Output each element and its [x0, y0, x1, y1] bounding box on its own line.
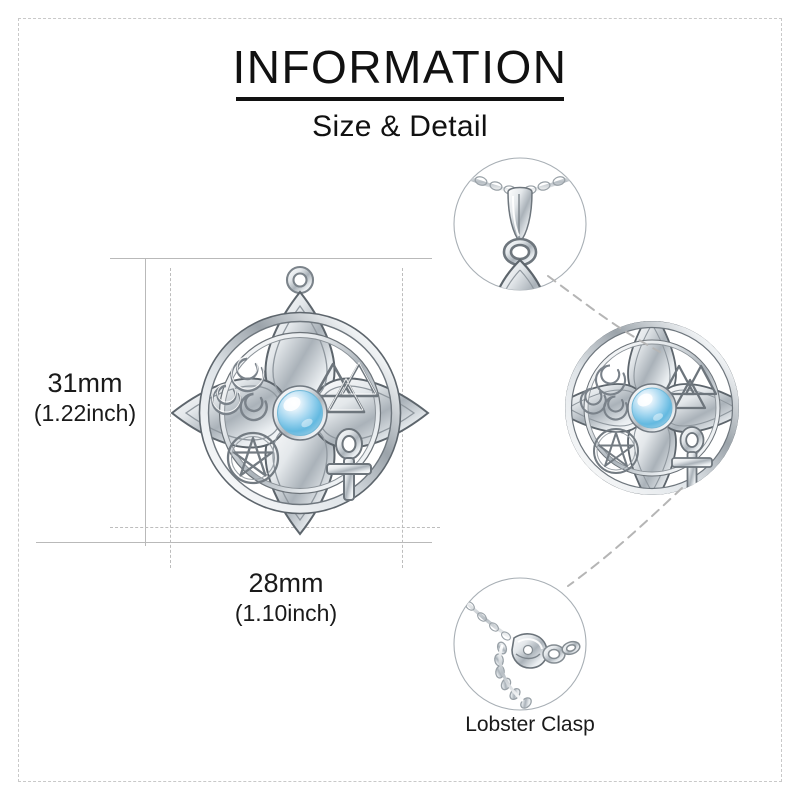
chain-lower	[498, 644, 524, 702]
clasp-right-links	[542, 640, 581, 664]
page-header: INFORMATION Size & Detail	[0, 44, 800, 144]
guide-line-left-vertical	[145, 258, 146, 546]
triskelion-spiral-highlight	[211, 356, 265, 413]
guide-dash-bottom	[110, 527, 440, 528]
ankh-icon	[326, 428, 372, 501]
connector-pendant-to-clasp	[567, 487, 683, 587]
valknut-icon-zoom	[662, 364, 718, 410]
pendant-top-petal	[491, 258, 549, 290]
pendant-outer-ring	[198, 311, 402, 515]
ankh-icon-zoom	[671, 426, 713, 491]
valknut-highlight	[328, 362, 377, 411]
pendant-rings-zoom	[565, 321, 739, 495]
page-title: INFORMATION	[232, 41, 568, 93]
moonstone-cabochon-zoom	[627, 383, 677, 433]
guide-line-top	[110, 258, 432, 259]
dimension-height-mm: 31mm	[47, 368, 123, 398]
dimension-width-mm: 28mm	[248, 568, 324, 598]
triskelion-spiral-icon	[211, 357, 268, 422]
pentacle-icon-zoom	[593, 428, 639, 474]
lobster-clasp-body	[511, 633, 548, 669]
pendant-zoom-view	[562, 318, 742, 503]
pendant-top-petal-inner	[498, 269, 542, 290]
chain-upper-links	[465, 601, 512, 641]
moonstone-cabochon	[272, 385, 328, 441]
pendant-main-view	[160, 258, 440, 551]
dimension-height-inch: (1.22inch)	[33, 399, 137, 426]
detail-circle-bail	[452, 156, 588, 297]
page-subtitle: Size & Detail	[312, 109, 488, 143]
detail-circle-clasp	[452, 576, 588, 717]
guide-dash-left	[170, 268, 171, 568]
clasp-caption: Lobster Clasp	[465, 713, 595, 736]
dimension-width-inch: (1.10inch)	[234, 599, 338, 626]
dimension-width-label: 28mm (1.10inch)	[178, 568, 394, 627]
triskelion-spiral-icon-zoom	[579, 364, 629, 421]
connector-bail-to-pendant	[547, 275, 661, 353]
dimension-height-label: 31mm (1.22inch)	[10, 368, 160, 427]
title-underline	[236, 96, 564, 101]
guide-line-bottom	[36, 542, 432, 543]
bail-body	[507, 186, 533, 244]
clasp-detail-art	[460, 596, 581, 709]
bail-ring	[285, 265, 315, 295]
pentacle-icon	[226, 431, 280, 485]
bail-knot-ring	[502, 237, 538, 267]
